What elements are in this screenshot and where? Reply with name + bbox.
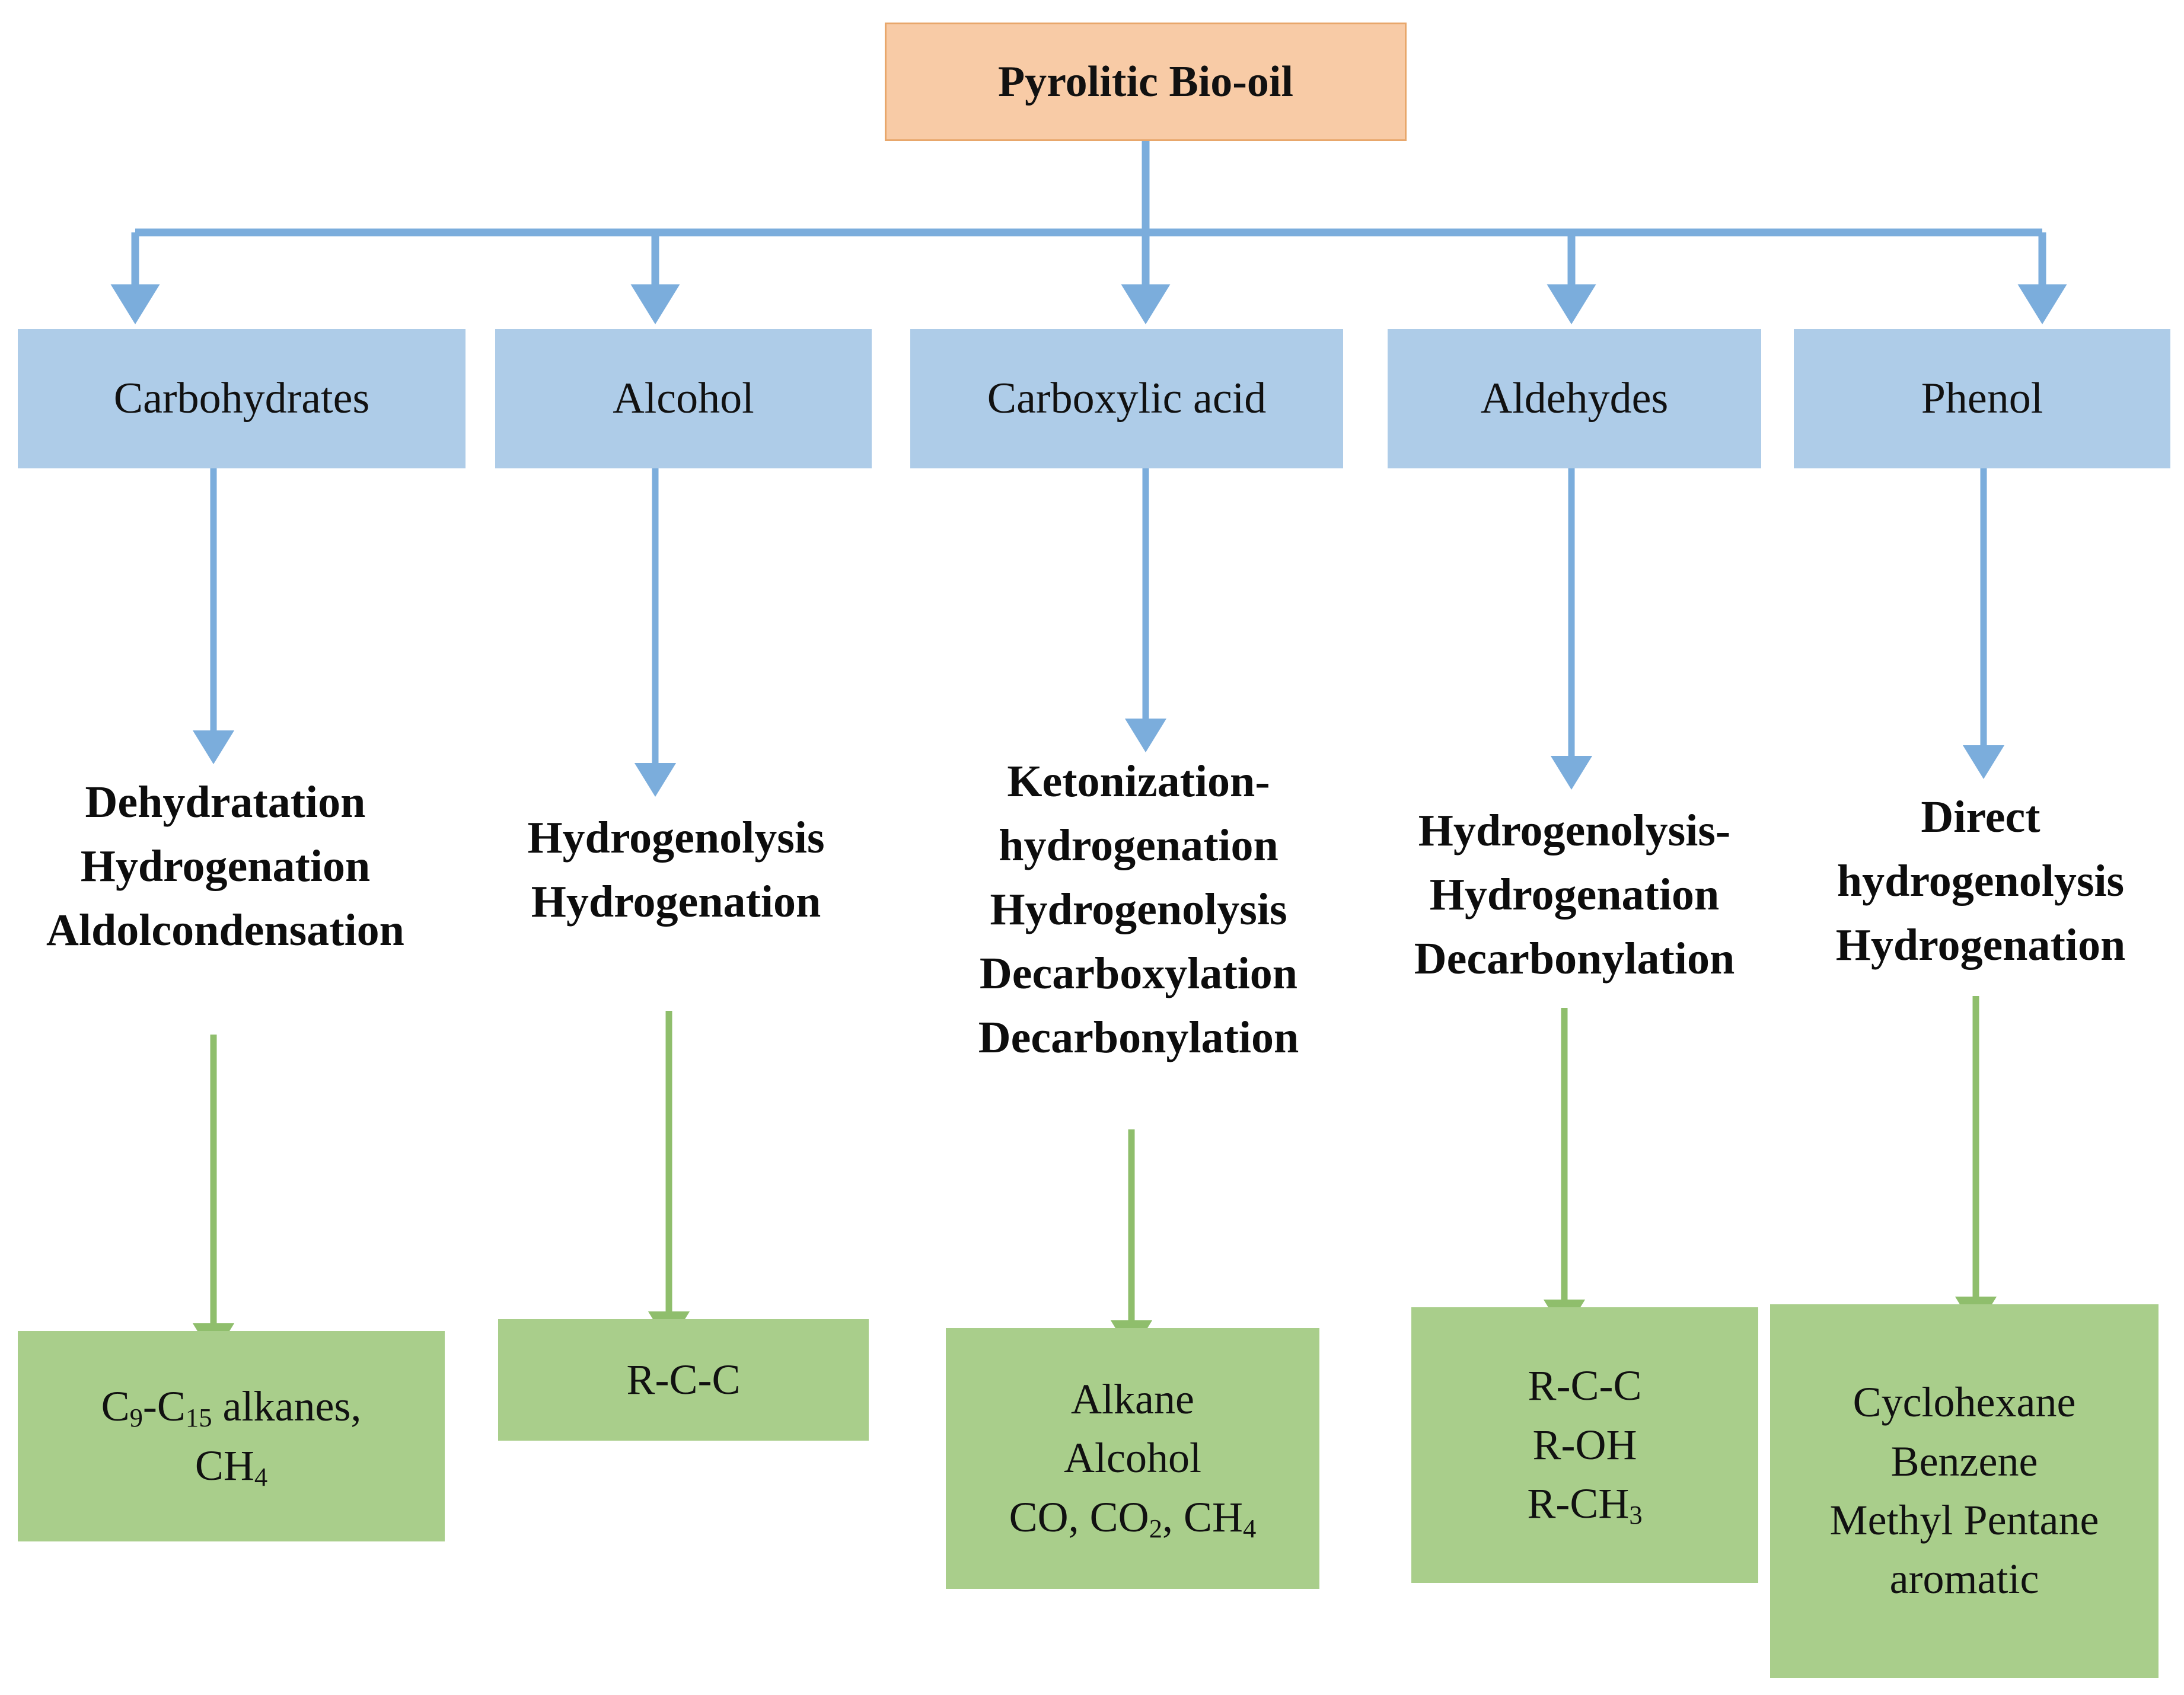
category-label: Aldehydes bbox=[1480, 374, 1669, 423]
category-label: Carboxylic acid bbox=[987, 374, 1267, 423]
product-item: Methyl Pentane bbox=[1829, 1496, 2099, 1544]
product-item: CO, CO2, CH4 bbox=[1009, 1493, 1257, 1543]
product-item: R-CH3 bbox=[1527, 1480, 1643, 1530]
formula-subscript: 4 bbox=[1243, 1513, 1257, 1543]
process-step: Aldolcondensation bbox=[46, 905, 404, 955]
process-step: hydrogenolysis bbox=[1837, 856, 2125, 906]
formula-subscript: 2 bbox=[1149, 1513, 1162, 1543]
category-node-carboxylic-acid[interactable]: Carboxylic acid bbox=[910, 329, 1343, 468]
process-step: Hydrogenation bbox=[1429, 869, 1720, 920]
product-item: Benzene bbox=[1890, 1437, 2038, 1485]
product-item: CH4 bbox=[195, 1441, 268, 1492]
product-item: Alkane bbox=[1071, 1375, 1194, 1423]
category-label: Alcohol bbox=[613, 374, 754, 423]
bus-to-category-arrows bbox=[110, 232, 2067, 324]
process-step: Hydrogenolysis- bbox=[1418, 806, 1731, 856]
process-step: Hydrogenolysis bbox=[990, 884, 1287, 934]
process-list-carboxylic-acid: Ketonization- hydrogenation Hydrogenolys… bbox=[931, 750, 1346, 1070]
process-list-alcohol: Hydrogenolysis Hydrogenation bbox=[468, 806, 884, 934]
process-step: Decarbonylation bbox=[1414, 933, 1735, 984]
process-step: hydrogenation bbox=[999, 820, 1278, 870]
process-step: Decarbonylation bbox=[978, 1012, 1299, 1062]
formula-subscript: 9 bbox=[129, 1402, 143, 1432]
process-list-phenol: Direct hydrogenolysis Hydrogenation bbox=[1785, 786, 2176, 978]
product-item: aromatic bbox=[1889, 1555, 2039, 1603]
formula-subscript: 4 bbox=[254, 1461, 268, 1492]
process-list-carbohydrates: Dehydratation Hydrogenation Aldolcondens… bbox=[6, 771, 445, 963]
category-node-alcohol[interactable]: Alcohol bbox=[495, 329, 872, 468]
product-item: Cyclohexane bbox=[1853, 1378, 2076, 1426]
category-node-phenol[interactable]: Phenol bbox=[1794, 329, 2170, 468]
product-node-aldehydes[interactable]: R-C-C R-OH R-CH3 bbox=[1411, 1307, 1758, 1583]
process-step: Ketonization- bbox=[1007, 756, 1270, 806]
process-step: Hydrogenation bbox=[531, 876, 821, 927]
product-item: R-OH bbox=[1532, 1421, 1637, 1469]
formula-subscript: 3 bbox=[1629, 1499, 1643, 1530]
process-step: Hydrogenation bbox=[1835, 920, 2126, 970]
product-node-alcohol[interactable]: R-C-C bbox=[498, 1319, 869, 1441]
product-node-phenol[interactable]: Cyclohexane Benzene Methyl Pentane aroma… bbox=[1770, 1304, 2159, 1678]
product-node-carbohydrates[interactable]: C9-C15 alkanes, CH4 bbox=[18, 1331, 445, 1541]
root-node-label: Pyrolitic Bio-oil bbox=[997, 57, 1294, 106]
category-node-aldehydes[interactable]: Aldehydes bbox=[1388, 329, 1761, 468]
category-to-process-arrows bbox=[192, 468, 2005, 797]
formula-subscript: 15 bbox=[185, 1402, 212, 1432]
process-step: Hydrogenolysis bbox=[527, 813, 825, 863]
category-node-carbohydrates[interactable]: Carbohydrates bbox=[18, 329, 466, 468]
product-item: R-C-C bbox=[1528, 1362, 1642, 1410]
root-node-pyrolitic-bio-oil[interactable]: Pyrolitic Bio-oil bbox=[885, 23, 1407, 141]
process-list-aldehydes: Hydrogenolysis- Hydrogenation Decarbonyl… bbox=[1367, 799, 1782, 991]
category-label: Carbohydrates bbox=[113, 374, 370, 423]
process-step: Hydrogenation bbox=[80, 841, 371, 891]
category-label: Phenol bbox=[1921, 374, 2043, 423]
product-item: Alcohol bbox=[1064, 1434, 1201, 1482]
root-to-bus-connector bbox=[135, 141, 2042, 237]
product-item: R-C-C bbox=[626, 1355, 741, 1403]
process-step: Direct bbox=[1921, 792, 2040, 842]
process-step: Dehydratation bbox=[85, 777, 366, 827]
product-item: C9-C15 alkanes, bbox=[101, 1383, 362, 1432]
process-step: Decarboxylation bbox=[979, 948, 1298, 998]
product-node-carboxylic-acid[interactable]: Alkane Alcohol CO, CO2, CH4 bbox=[946, 1328, 1319, 1589]
